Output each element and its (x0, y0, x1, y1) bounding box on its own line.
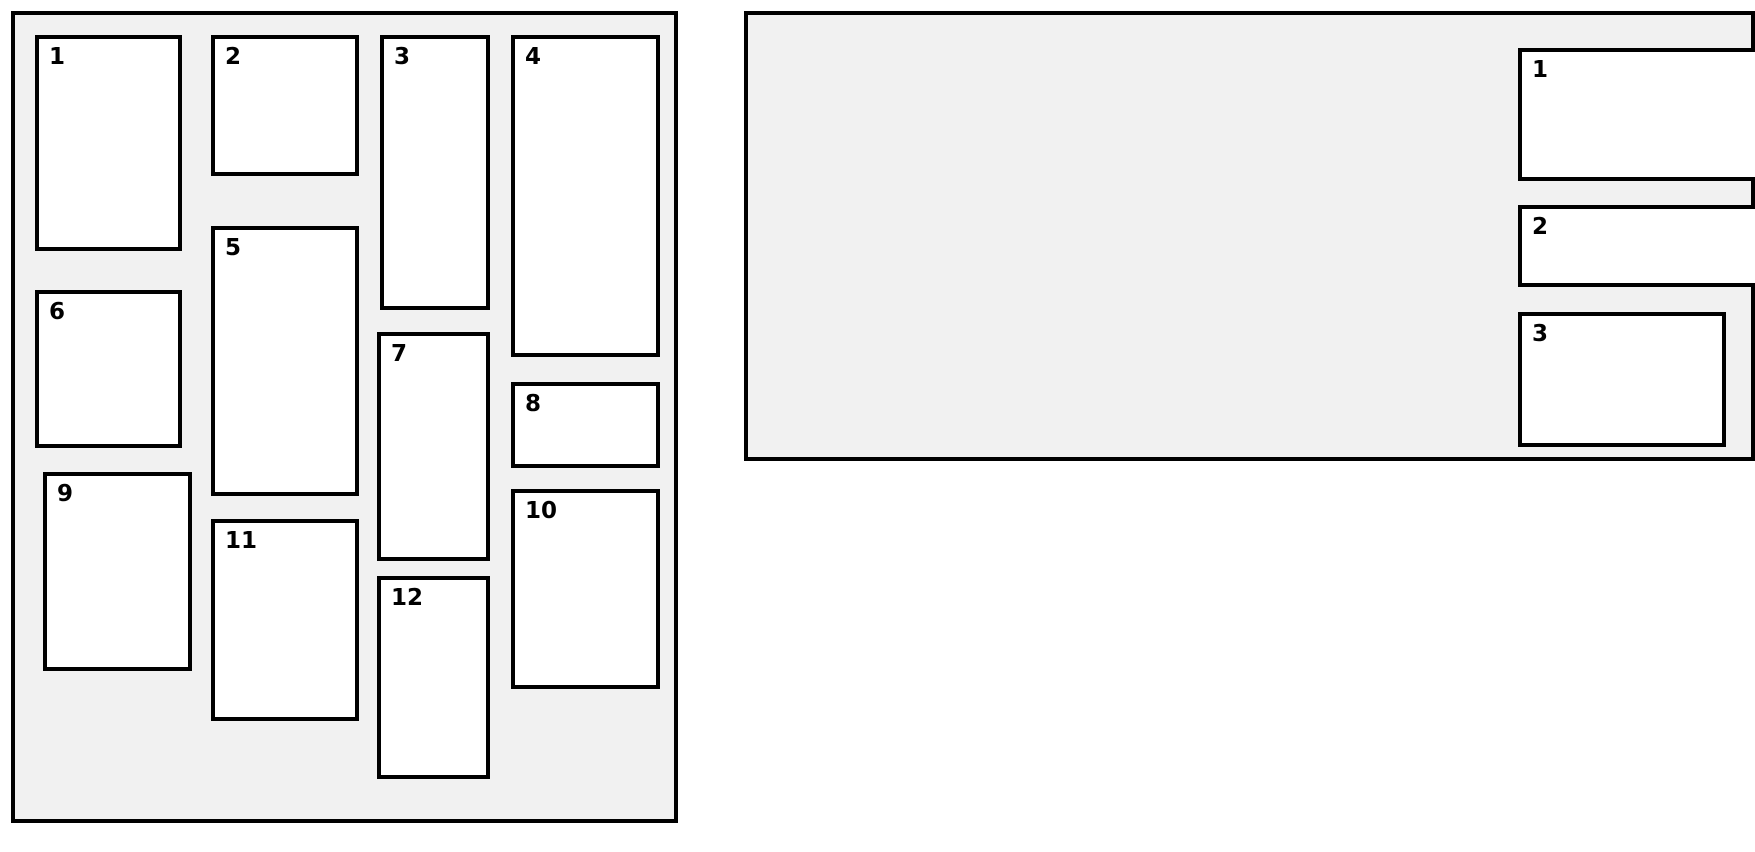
layout-box-3[interactable]: 3 (1518, 312, 1726, 447)
box-label: 7 (391, 341, 408, 367)
layout-box-3[interactable]: 3 (380, 35, 490, 310)
layout-box-5[interactable]: 5 (211, 226, 359, 496)
layout-box-1[interactable]: 1 (1518, 48, 1755, 181)
box-label: 8 (525, 391, 542, 417)
box-label: 10 (525, 498, 558, 524)
layout-box-4[interactable]: 4 (511, 35, 660, 357)
box-label: 12 (391, 585, 424, 611)
layout-box-6[interactable]: 6 (35, 290, 182, 448)
layout-box-1[interactable]: 1 (35, 35, 182, 251)
layout-box-4[interactable]: 4 (1751, 322, 1755, 448)
box-label: 3 (1532, 321, 1549, 347)
box-label: 4 (525, 44, 542, 70)
right-panel: 167259348 (744, 11, 1755, 461)
layout-box-11[interactable]: 11 (211, 519, 359, 721)
layout-box-2[interactable]: 2 (211, 35, 359, 176)
box-label: 2 (1532, 214, 1549, 240)
layout-box-10[interactable]: 10 (511, 489, 660, 689)
box-label: 5 (225, 235, 242, 261)
layout-box-7[interactable]: 7 (377, 332, 490, 561)
layout-box-12[interactable]: 12 (377, 576, 490, 779)
layout-box-2[interactable]: 2 (1518, 205, 1755, 287)
box-label: 6 (49, 299, 66, 325)
box-label: 9 (57, 481, 74, 507)
box-label: 11 (225, 528, 258, 554)
box-label: 2 (225, 44, 242, 70)
box-label: 1 (49, 44, 66, 70)
layout-box-9[interactable]: 9 (43, 472, 192, 671)
box-label: 1 (1532, 57, 1549, 83)
layout-box-8[interactable]: 8 (511, 382, 660, 468)
box-label: 3 (394, 44, 411, 70)
